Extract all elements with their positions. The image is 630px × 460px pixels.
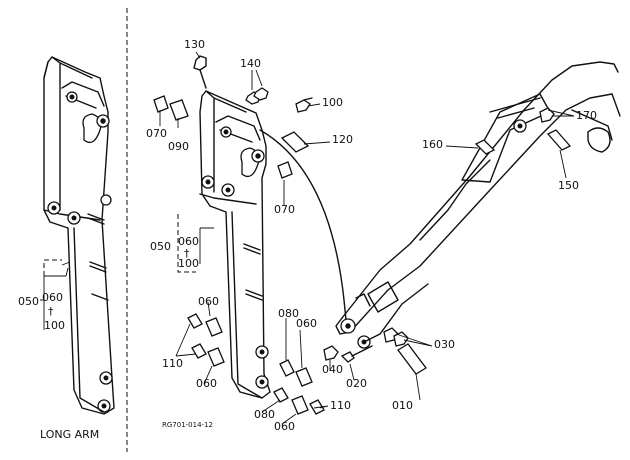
label-040: 040: [322, 363, 343, 376]
label-range-right: †: [184, 247, 190, 260]
hardware-parts: [153, 55, 427, 415]
label-120: 120: [332, 133, 353, 146]
label-110-b: 110: [330, 399, 351, 412]
label-060-a: 060: [198, 295, 219, 308]
leader-dash-left: [43, 259, 62, 276]
leader-lines: [159, 51, 575, 425]
label-030: 030: [434, 338, 455, 351]
label-060-right: 060: [178, 235, 199, 248]
label-110-a: 110: [162, 357, 183, 370]
figure-code: RG701-014-12: [162, 421, 213, 429]
label-090: 090: [168, 140, 189, 153]
label-070-b: 070: [274, 203, 295, 216]
arm-part: [199, 90, 271, 399]
label-060-c: 060: [296, 317, 317, 330]
label-060-b: 060: [196, 377, 217, 390]
label-160: 160: [422, 138, 443, 151]
label-020: 020: [346, 377, 367, 390]
label-170: 170: [576, 109, 597, 122]
label-060-left: 060: [42, 291, 63, 304]
boom-part: [335, 61, 621, 349]
long-arm-part: [43, 56, 115, 415]
label-050-left: 050: [18, 295, 39, 308]
label-050-right: 050: [150, 240, 171, 253]
label-060-d: 060: [274, 420, 295, 433]
label-150: 150: [558, 179, 579, 192]
label-080-a: 080: [278, 307, 299, 320]
label-080-b: 080: [254, 408, 275, 421]
label-010: 010: [392, 399, 413, 412]
leader-050-left: [40, 267, 69, 330]
label-140: 140: [240, 57, 261, 70]
label-100-top: 100: [322, 96, 343, 109]
label-130: 130: [184, 38, 205, 51]
caption-long-arm: LONG ARM: [40, 428, 100, 441]
label-100-left: 100: [44, 319, 65, 332]
label-070-a: 070: [146, 127, 167, 140]
label-100-right: 100: [178, 257, 199, 270]
label-range-left: †: [48, 305, 54, 318]
